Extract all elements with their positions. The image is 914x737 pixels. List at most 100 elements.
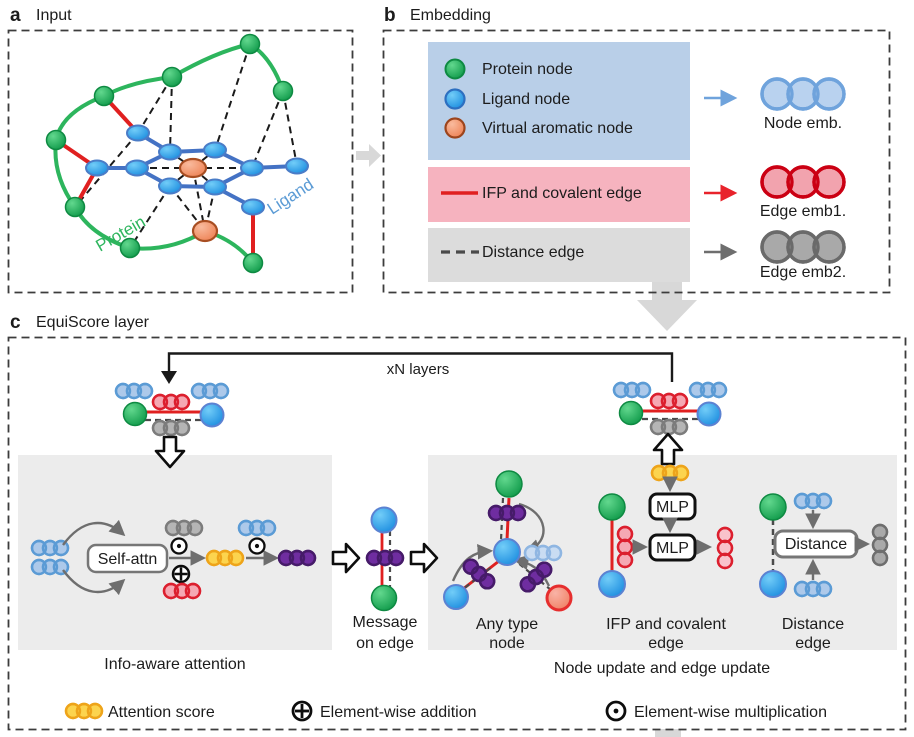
curved-arrow-icon [451,543,494,582]
panel-c-legend: Attention score Element-wise addition El… [64,700,827,722]
panel-a-tag: a [10,5,21,26]
protein-node [759,493,787,521]
element-wise-multiplication-icon [170,537,188,555]
layer-loop-arrow [167,352,674,382]
any-type-node-motif [443,470,573,612]
virtual-node-icon [444,117,466,139]
element-wise-multiplication-icon [605,700,627,722]
input-pair-motif-left [114,382,230,469]
node-legend-box [428,42,690,160]
ligand-nodes [85,124,309,216]
ligand-label: Ligand [264,175,317,219]
attention-score-pill [205,549,245,567]
ifp-covalent-update-motif: MLP MLP [598,464,734,598]
ligand-node [598,570,626,598]
virtual-aromatic-nodes [178,157,219,243]
protein-node-icon [444,58,466,80]
equiscore-layer-panel: xN layers [18,352,897,722]
attention-score-pill [650,464,690,482]
loop-arrowhead-icon [161,371,177,384]
mlp-label: MLP [656,540,689,557]
addition-label: Element-wise addition [320,704,477,721]
ligand-node-icon [444,88,466,110]
panel-c-frame [7,336,907,731]
edge-emb2-caption: Edge emb2. [760,264,846,281]
ifp-caption-1: IFP and covalent [606,616,726,633]
any-type-caption-1: Any type [476,616,538,633]
attention-score-label: Attention score [108,704,215,721]
update-caption: Node update and edge update [554,660,770,677]
message-pill [277,549,317,567]
edge-feature-pill [616,525,634,569]
updated-edge-pill [716,526,734,570]
panel-c-tag: c [10,312,21,333]
panel-b-tag: b [384,5,396,26]
distance-legend-box [428,228,690,282]
center-node [493,538,521,566]
edge-embedding2-pill [760,230,846,264]
panel-c-title: EquiScore layer [36,314,150,331]
distance-edges [74,43,298,249]
distance-update-motif: Distance [759,492,889,598]
mlp-box-bottom [648,533,697,562]
element-wise-addition-icon [291,700,313,722]
mlp-label: MLP [656,499,689,516]
arrow-c-output-icon [655,729,681,737]
message-caption-1: Message [353,614,418,631]
embedding-panel: Protein node Ligand node Virtual aromati… [428,42,846,282]
message-on-edge-motif [365,506,405,612]
curved-arrow-bottom-icon [62,569,126,596]
ligand-node [696,401,722,427]
protein-node [618,400,644,426]
element-wise-addition-icon [171,564,191,584]
input-graph: Protein Ligand [45,33,317,274]
down-flow-arrow-icon [154,435,186,469]
protein-nodes [45,33,294,274]
protein-node [598,493,626,521]
ifp-caption-2: edge [648,635,684,652]
protein-node-label: Protein node [482,61,573,78]
distance-edge-label: Distance edge [482,244,584,261]
right-flow-arrow-icon [331,542,361,574]
ligand-node [759,570,787,598]
ligand-node [443,584,469,610]
node-embedding-pill [760,77,846,111]
protein-node [122,401,148,427]
panel-a-title: Input [36,7,72,24]
virtual-node-label: Virtual aromatic node [482,120,633,137]
info-aware-caption: Info-aware attention [104,656,245,673]
distance-caption-2: edge [795,635,831,652]
self-attn-box [86,543,169,574]
protein-node [495,470,523,498]
panel-titles: a Input b Embedding c EquiScore layer [10,5,491,333]
panel-b-title: Embedding [410,7,491,24]
panel-a-frame [7,29,354,294]
element-wise-multiplication-icon [248,537,266,555]
ifp-edge-label: IFP and covalent edge [482,185,642,202]
any-type-caption-2: node [489,635,525,652]
arrow-b-to-c-icon [637,274,697,331]
node-emb-caption: Node emb. [764,115,842,132]
input-pair-motif-right [612,381,728,466]
panel-frames [7,29,907,731]
arrow-a-to-b-icon [356,144,381,167]
ligand-node [199,402,225,428]
xn-layers-label: xN layers [387,361,450,378]
curved-arrow-icon [512,554,551,587]
attention-score-icon [64,702,104,720]
distance-caption-1: Distance [782,616,844,633]
edge-embedding1-pill [760,165,846,199]
curved-arrow-top-icon [62,519,126,546]
ligand-node-label: Ligand node [482,91,570,108]
virtual-node [545,584,573,612]
info-aware-attention-flow: Self-attn [30,519,317,600]
message-pill [365,549,405,567]
self-attn-label: Self-attn [98,551,158,568]
updated-distance-pill [871,523,889,567]
panel-b-frame [382,29,891,294]
multiplication-label: Element-wise multiplication [634,704,827,721]
protein-node [370,584,398,612]
distance-box-label: Distance [785,536,847,553]
